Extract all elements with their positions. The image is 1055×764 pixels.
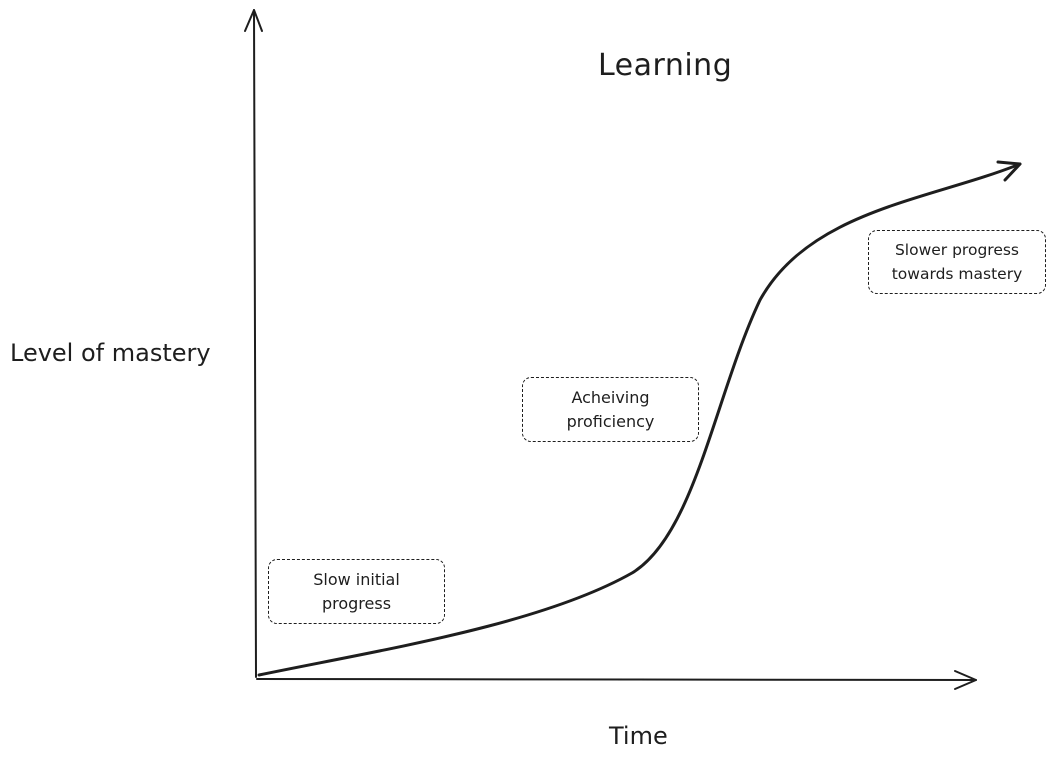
x-axis-arrowhead <box>954 670 977 690</box>
x-axis-line <box>256 678 977 681</box>
learning-curve-arrowhead <box>996 160 1022 182</box>
y-axis-label: Level of mastery <box>10 339 211 367</box>
y-axis-line <box>253 9 257 678</box>
learning-curve <box>257 162 1022 677</box>
stage-note-slow-initial-progress: Slow initial progress <box>268 559 445 624</box>
stage-note-slower-progress: Slower progress towards mastery <box>868 230 1046 294</box>
x-axis-label: Time <box>609 722 668 750</box>
stage-note-achieving-proficiency: Acheiving proficiency <box>522 377 699 442</box>
y-axis-arrowhead <box>244 9 263 32</box>
diagram-title: Learning <box>598 48 733 83</box>
